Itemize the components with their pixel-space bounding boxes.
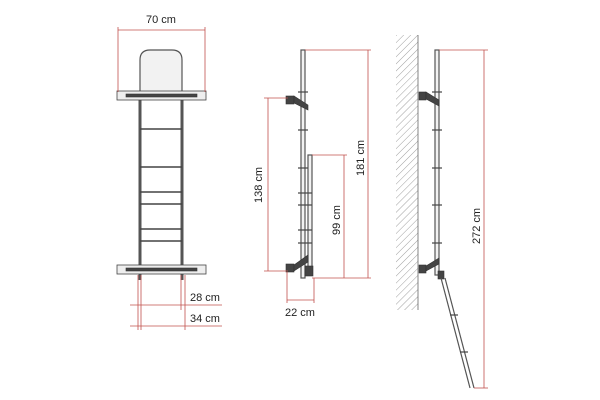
dimension-34cm: 34 cm xyxy=(130,275,222,330)
height-extended-label: 272 cm xyxy=(471,208,483,244)
mounted-rungs xyxy=(432,91,442,244)
side-view: 138 cm 181 cm 99 cm 22 cm xyxy=(253,49,371,319)
lower-extension-rail xyxy=(307,154,313,276)
wall-hatching xyxy=(396,35,418,310)
mounted-brackets xyxy=(418,91,445,280)
rungs xyxy=(140,128,182,242)
dimension-99cm: 99 cm xyxy=(312,154,347,278)
front-view: 70 cm 28 cm 34 cm xyxy=(116,14,222,330)
mounted-view: 272 cm xyxy=(396,35,488,389)
depth-label: 22 cm xyxy=(285,307,315,319)
height-lower-label: 99 cm xyxy=(331,205,343,235)
top-hoop xyxy=(139,49,183,96)
side-rail xyxy=(300,49,306,279)
bottom-bracket xyxy=(116,264,207,275)
width-outer-label: 34 cm xyxy=(190,313,220,325)
width-inner-label: 28 cm xyxy=(190,292,220,304)
bracket-spacing-label: 138 cm xyxy=(253,167,265,203)
dimension-272cm: 272 cm xyxy=(439,49,488,389)
height-main-label: 181 cm xyxy=(355,140,367,176)
mounted-rail xyxy=(434,49,440,276)
dimension-181cm: 181 cm xyxy=(305,49,371,279)
dimension-70cm: 70 cm xyxy=(117,14,206,92)
dimension-138cm: 138 cm xyxy=(253,97,288,272)
dimension-28cm: 28 cm xyxy=(130,275,222,330)
width-total-label: 70 cm xyxy=(146,14,176,26)
side-brackets xyxy=(285,95,314,277)
dimension-22cm: 22 cm xyxy=(285,272,315,319)
extended-lower-section xyxy=(440,277,475,389)
top-bracket xyxy=(116,90,207,101)
side-rungs xyxy=(298,91,312,244)
